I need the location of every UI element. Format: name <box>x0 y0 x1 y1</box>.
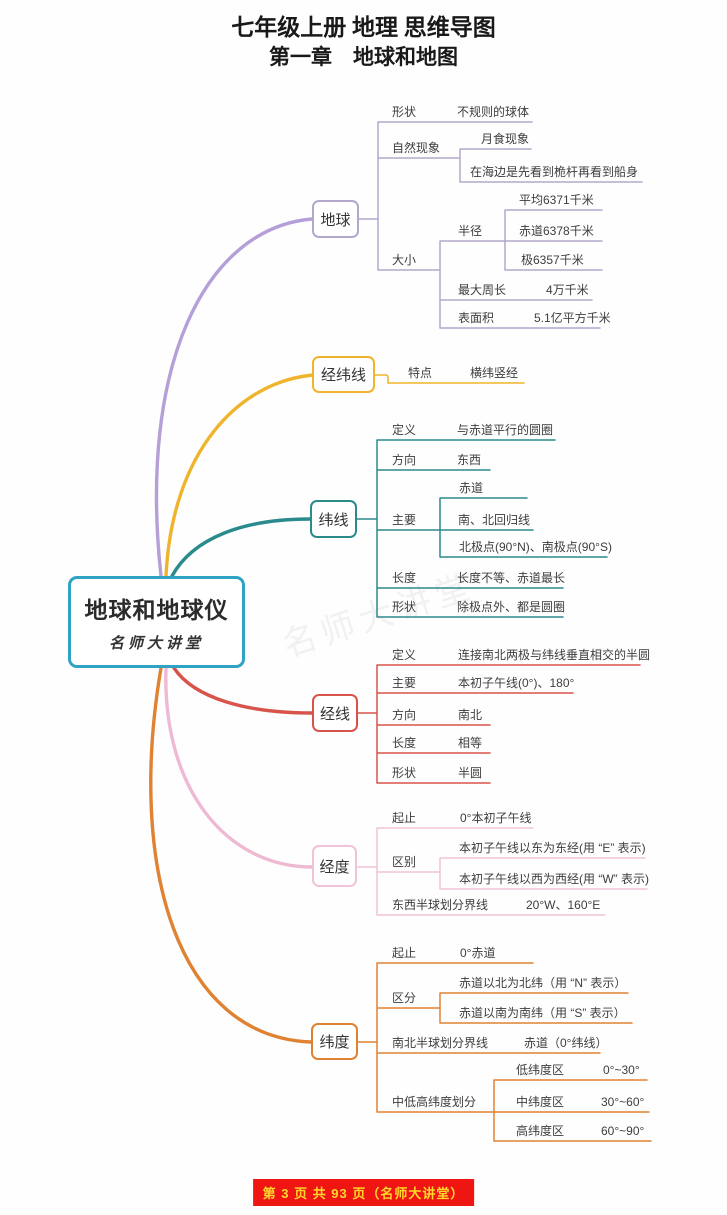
weidu-mid-label: 中纬度区 <box>516 1095 565 1109</box>
jingxian-shape-value: 半圆 <box>458 766 483 780</box>
weixian-len-label: 长度 <box>392 571 417 585</box>
central-topic: 地球和地球仪 名师大讲堂 <box>68 576 245 668</box>
weidu-division-label: 中低高纬度划分 <box>392 1095 477 1109</box>
diqiu-shape-value: 不规则的球体 <box>457 105 530 119</box>
central-topic-subtitle: 名师大讲堂 <box>108 636 204 652</box>
curve-jingxian <box>172 666 314 715</box>
wires-weidu <box>357 962 652 1142</box>
diqiu-radius-label: 半径 <box>458 224 483 238</box>
branch-node-jingxian: 经线 <box>312 694 358 732</box>
jingxian-dir-value: 南北 <box>458 708 483 722</box>
weixian-main-item3: 北极点(90°N)、南极点(90°S) <box>459 540 612 554</box>
jingdu-diff-label: 区别 <box>392 855 417 869</box>
branch-node-weidu: 纬度 <box>311 1023 358 1060</box>
curve-weixian <box>170 517 312 578</box>
jingdu-start-value: 0°本初子午线 <box>460 811 532 825</box>
wires-diqiu <box>358 121 643 329</box>
diqiu-area-label: 表面积 <box>458 311 495 325</box>
chapter-title: 第一章 地球和地图 <box>269 45 458 69</box>
branch-label-diqiu: 地球 <box>320 211 351 229</box>
weixian-len-value: 长度不等、赤道最长 <box>457 571 566 585</box>
central-topic-title: 地球和地球仪 <box>84 597 229 623</box>
weixian-main-item2: 南、北回归线 <box>458 513 531 527</box>
diqiu-circumference-label: 最大周长 <box>458 283 507 297</box>
branch-label-jingweixian: 经纬线 <box>320 367 366 384</box>
jingxian-dir-label: 方向 <box>392 708 417 722</box>
weixian-dir-value: 东西 <box>457 453 482 467</box>
branch-node-weixian: 纬线 <box>310 500 357 538</box>
branch-label-weixian: 纬线 <box>318 511 349 529</box>
jingxian-len-value: 相等 <box>458 736 483 750</box>
jingdu-boundary-label: 东西半球划分界线 <box>392 898 489 912</box>
branch-label-jingxian: 经线 <box>319 705 350 723</box>
weidu-boundary-label: 南北半球划分界线 <box>392 1036 489 1050</box>
weidu-low-value: 0°~30° <box>603 1063 640 1077</box>
weixian-def-value: 与赤道平行的圆圈 <box>457 423 554 437</box>
weixian-def-label: 定义 <box>392 423 417 437</box>
jingdu-boundary-value: 20°W、160°E <box>526 898 601 912</box>
diqiu-size-label: 大小 <box>392 253 417 267</box>
jingxian-def-value: 连接南北两极与纬线垂直相交的半圆 <box>458 648 651 662</box>
weixian-shape-value: 除极点外、都是圆圈 <box>457 600 566 614</box>
jingdu-start-label: 起止 <box>392 811 417 825</box>
wires-jingxian <box>357 664 641 784</box>
jingxian-shape-label: 形状 <box>392 766 417 780</box>
weidu-start-value: 0°赤道 <box>460 946 496 960</box>
page-title: 七年级上册 地理 思维导图 <box>231 15 496 40</box>
page-footer: 第 3 页 共 93 页（名师大讲堂） <box>252 1179 475 1206</box>
weidu-boundary-value: 赤道（0°纬线） <box>524 1036 608 1050</box>
weidu-mid-value: 30°~60° <box>601 1095 645 1109</box>
jingxian-def-label: 定义 <box>392 648 417 662</box>
branch-node-jingdu: 经度 <box>312 845 357 887</box>
weidu-low-label: 低纬度区 <box>516 1063 565 1077</box>
weidu-start-label: 起止 <box>392 946 417 960</box>
jingdu-diff-item1: 本初子午线以东为东经(用 “E” 表示) <box>459 841 646 855</box>
jingweixian-feature-value: 横纬竖经 <box>470 366 519 380</box>
weidu-high-value: 60°~90° <box>601 1124 645 1138</box>
diqiu-radius-avg: 平均6371千米 <box>519 193 594 207</box>
branch-node-diqiu: 地球 <box>312 200 359 238</box>
diqiu-radius-polar: 极6357千米 <box>521 253 584 267</box>
diqiu-nature-item2: 在海边是先看到桅杆再看到船身 <box>470 165 639 179</box>
curve-diqiu <box>154 217 314 578</box>
wires-weixian <box>356 439 608 618</box>
weidu-high-label: 高纬度区 <box>516 1124 565 1138</box>
diqiu-nature-item1: 月食现象 <box>481 132 530 146</box>
weixian-main-item1: 赤道 <box>459 481 484 495</box>
diqiu-circumference-value: 4万千米 <box>546 283 589 297</box>
weidu-diff-item2: 赤道以南为南纬（用 “S” 表示） <box>459 1006 626 1020</box>
wires-jingdu <box>356 827 648 916</box>
jingweixian-feature-label: 特点 <box>408 366 433 380</box>
jingxian-main-value: 本初子午线(0°)、180° <box>458 676 575 690</box>
branch-node-jingweixian: 经纬线 <box>312 356 375 393</box>
jingxian-main-label: 主要 <box>392 676 417 690</box>
curve-jingweixian <box>164 373 315 578</box>
diqiu-nature-label: 自然现象 <box>392 141 441 155</box>
weixian-dir-label: 方向 <box>392 453 417 467</box>
jingdu-diff-item2: 本初子午线以西为西经(用 “W” 表示) <box>459 872 649 886</box>
wires-jingweixian <box>374 374 525 384</box>
curve-weidu <box>149 666 313 1044</box>
weixian-shape-label: 形状 <box>392 600 417 614</box>
curve-jingdu <box>164 666 314 869</box>
jingxian-len-label: 长度 <box>392 736 417 750</box>
branch-label-jingdu: 经度 <box>319 858 350 876</box>
weidu-diff-item1: 赤道以北为北纬（用 “N” 表示） <box>459 976 627 990</box>
diqiu-shape-label: 形状 <box>392 105 417 119</box>
weidu-diff-label: 区分 <box>392 991 417 1005</box>
weixian-main-label: 主要 <box>392 513 417 527</box>
diqiu-radius-equator: 赤道6378千米 <box>519 224 594 238</box>
branch-label-weidu: 纬度 <box>319 1034 350 1051</box>
diqiu-area-value: 5.1亿平方千米 <box>534 311 611 325</box>
